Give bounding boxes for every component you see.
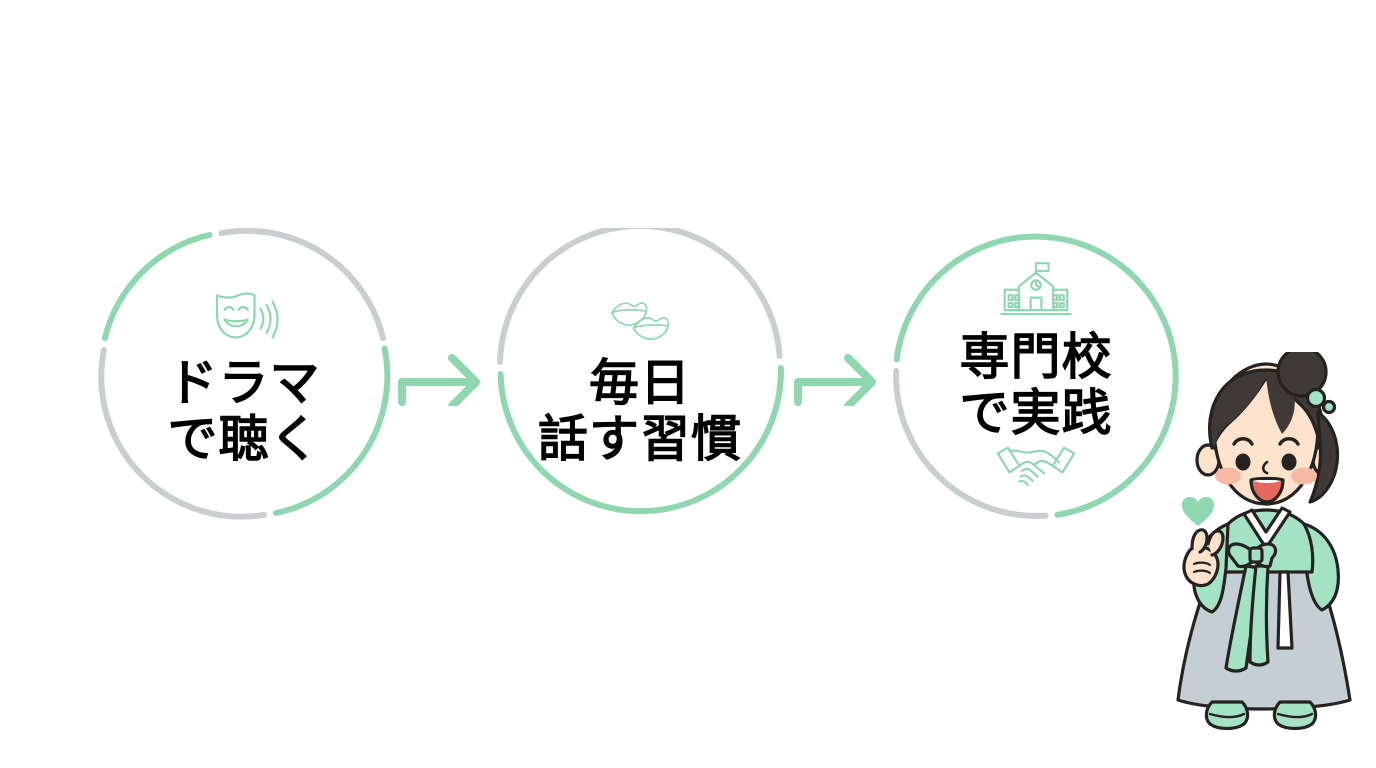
two-lips-talking-icon [611,302,670,341]
cheek-right [1291,467,1317,485]
step-1-content: ドラマ で聴く [98,228,390,520]
step-3-icon-slot [1000,255,1072,319]
hair-side [1308,410,1340,504]
step-3-content: 専門校 で実践 [890,228,1182,520]
step-2-ring [497,228,784,515]
handshake-icon [996,446,1076,486]
ribbon-knot [1248,546,1264,564]
theater-mask-with-soundwaves-icon [215,292,279,339]
cheek-left [1215,467,1241,485]
step-arrow-1 [398,354,480,406]
step-2-label: 毎日 話す習慣 [538,354,742,468]
step-arrow-2 [794,354,876,406]
eye-left [1235,453,1251,471]
step-circle-2[interactable]: 毎日 話す習慣 [494,228,786,520]
step-1-label: ドラマ で聴く [167,354,321,468]
hair-tie-bead-large [1305,387,1327,409]
step-circle-3[interactable]: 専門校 で実践 [890,228,1182,520]
step-3-label: 専門校 で実践 [959,328,1113,442]
shoe-right [1272,700,1318,731]
step-1-icon-slot [208,281,280,345]
step-3-bottom-icon-slot [994,441,1078,493]
school-building-icon [1000,262,1072,316]
thumb [1190,528,1209,554]
step-2-content: 毎日 話す習慣 [494,228,786,520]
step-1-ring [98,228,390,520]
skirt-panel [1276,570,1294,650]
heart-icon [1181,496,1215,526]
step-2-icon-slot [608,281,672,345]
hanbok-girl-finger-heart-illustration [1176,352,1352,731]
eye-right [1281,453,1297,471]
step-circle-1[interactable]: ドラマ で聴く [98,228,390,520]
index-finger [1206,529,1225,557]
ribbon-tail-right [1248,564,1270,667]
hair-tie-bead-small [1321,399,1337,415]
shoe-left [1204,700,1250,731]
step-3-ring [893,233,1179,519]
hair-bun [1276,352,1328,398]
